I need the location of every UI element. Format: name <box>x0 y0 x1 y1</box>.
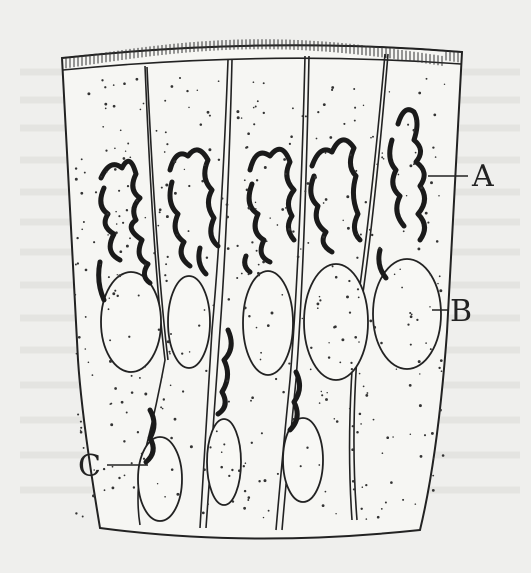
nucleus-4 <box>304 264 368 380</box>
nucleus-6 <box>207 419 241 505</box>
nucleus-3 <box>243 271 293 375</box>
label-c: C <box>78 449 101 484</box>
nucleus-c <box>138 437 182 521</box>
label-a: A <box>471 159 494 194</box>
nucleus-2 <box>168 276 210 368</box>
label-b: B <box>450 294 472 329</box>
nucleus-1 <box>101 272 161 372</box>
